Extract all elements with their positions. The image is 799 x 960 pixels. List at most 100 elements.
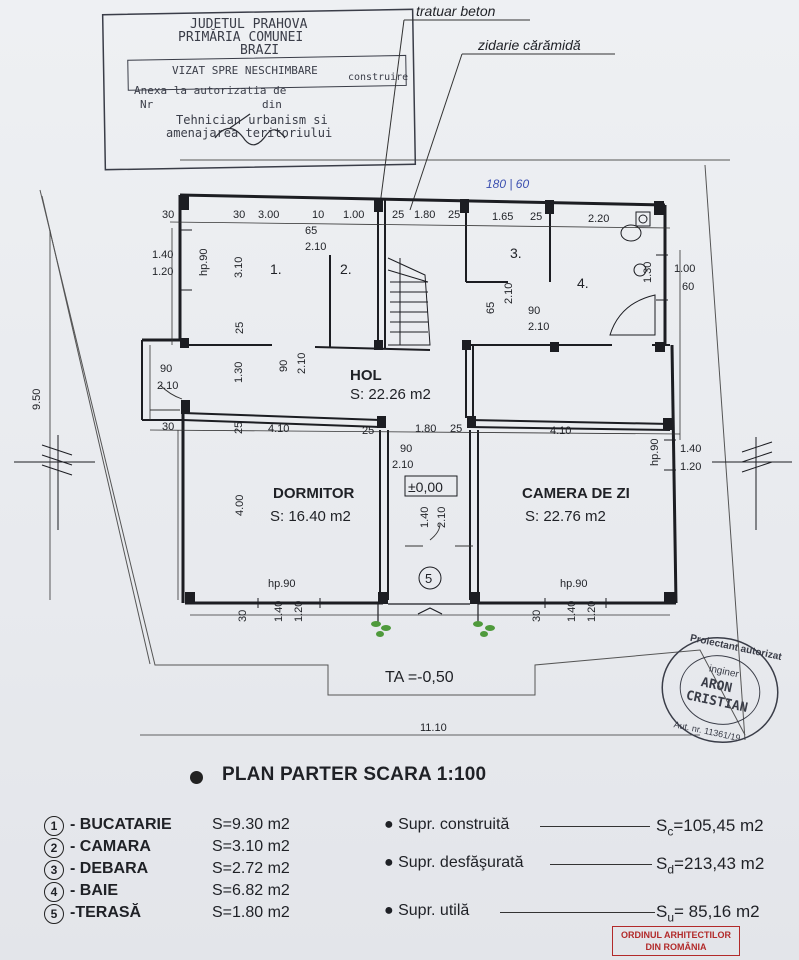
dim: 90: [400, 443, 412, 455]
stamp-line-5: Anexa la autorizatia de: [134, 84, 286, 97]
dim: hp.90: [268, 578, 296, 590]
dim: 2.10: [436, 507, 448, 528]
stamp-line-1: JUDETUL PRAHOVA: [190, 17, 308, 32]
legend-room-name: - CAMARA: [70, 838, 151, 855]
summary-label: ● Supr. desfăşurată: [384, 854, 524, 871]
stamp-line-7: Tehnician urbanism si: [176, 113, 328, 127]
annotation-leaders: [379, 19, 615, 211]
legend-number: 1: [44, 816, 64, 836]
stamp-line-4: VIZAT SPRE NESCHIMBARE: [172, 64, 318, 77]
section-marker-right-icon: [712, 437, 792, 530]
architects-order-stamp: ORDINUL ARHITECTILOR DIN ROMÂNIA: [612, 926, 740, 956]
legend-room-name: - BAIE: [70, 882, 118, 899]
summary-value-text: = 85,16 m2: [674, 902, 760, 921]
legend-number: 3: [44, 860, 64, 880]
dim: 25: [234, 322, 246, 334]
dim: 10: [312, 209, 324, 221]
legend-room-name: -TERASĂ: [70, 904, 142, 921]
dim: 65: [305, 225, 317, 237]
bathroom-fixtures: [609, 211, 656, 336]
summary-sub: d: [667, 862, 675, 877]
legend-room-area: S=2.72 m2: [212, 860, 290, 877]
room-hol-area: S: 22.26 m2: [350, 386, 431, 403]
room-dormitor-area: S: 16.40 m2: [270, 508, 351, 525]
dim: hp.90: [560, 578, 588, 590]
legend-number: 2: [44, 838, 64, 858]
stamp-line-6a: Nr: [140, 98, 154, 111]
red-stamp-line-1: ORDINUL ARHITECTILOR: [621, 930, 731, 940]
dim: 2.10: [503, 283, 515, 304]
dim: 1.40: [419, 507, 431, 528]
dim: 3.10: [233, 257, 245, 278]
plant-left-icon: [371, 621, 391, 637]
level-box: [404, 475, 458, 497]
plant-right-icon: [473, 621, 495, 637]
dimension-labels: 30 30 3.00 10 1.00 25 1.80 25 1.65 25 2.…: [31, 209, 701, 734]
exterior-walls: [142, 193, 678, 605]
room-number-1: 1.: [270, 261, 282, 277]
room-number-5: 5: [425, 571, 432, 586]
legend-number: 5: [44, 904, 64, 924]
dim: 1.40: [273, 601, 285, 622]
summary-label: ● Supr. construită: [384, 816, 510, 833]
room-number-2: 2.: [340, 261, 352, 277]
dim: 1.20: [680, 461, 701, 473]
summary-label-text: Supr. construită: [398, 816, 510, 833]
wall-pillars: [180, 196, 676, 604]
room-number-4: 4.: [577, 275, 589, 291]
dim: 2.10: [392, 459, 413, 471]
doors: [150, 384, 473, 547]
stamp-line-2: PRIMĂRIA COMUNEI: [178, 29, 303, 45]
dim: 2.10: [296, 353, 308, 374]
exterior-level-label: TA =-0,50: [385, 669, 454, 686]
summary-value-text: =105,45 m2: [673, 816, 764, 835]
dimension-lines: [49, 221, 700, 736]
interior-walls: [141, 200, 671, 600]
dim: 30: [233, 209, 245, 221]
dim: 1.65: [492, 211, 513, 223]
dim: 1.00: [343, 209, 364, 221]
summary-leader-line: [500, 912, 655, 913]
dim: hp.90: [198, 248, 210, 276]
room-camera-area: S: 22.76 m2: [525, 508, 606, 525]
dim: 11.10: [420, 722, 447, 734]
summary-sub: c: [667, 824, 674, 839]
dim: 1.80: [414, 209, 435, 221]
dim: 1.20: [152, 266, 173, 278]
room-legend: 1 - BUCATARIE S=9.30 m2 2 - CAMARA S=3.1…: [40, 812, 780, 952]
dim: 90: [278, 360, 290, 372]
summary-sub: u: [667, 910, 675, 925]
dim: 1.30: [642, 262, 654, 283]
dim: 1.30: [233, 362, 245, 383]
room-number-3: 3.: [510, 245, 522, 261]
dim: 90: [160, 363, 172, 375]
dim: hp.90: [649, 438, 661, 466]
summary-value: Sd=213,43 m2: [656, 854, 764, 876]
stamp-line-6b: din: [262, 98, 282, 111]
round-stamp-bottom: Aut. nr. 11361/19: [673, 719, 741, 743]
legend-room-area: S=3.10 m2: [212, 838, 290, 855]
label-zidarie: zidarie cărămidă: [477, 37, 581, 53]
dim: 30: [531, 610, 543, 622]
summary-symbol: S: [656, 854, 668, 873]
title-bullet-icon: [190, 771, 203, 784]
summary-value: Sc=105,45 m2: [656, 816, 764, 838]
red-stamp-line-2: DIN ROMÂNIA: [645, 942, 707, 952]
summary-symbol: S: [656, 816, 668, 835]
engineer-round-stamp: Proiectant autorizat inginer ARON CRISTI…: [661, 633, 783, 743]
dim: 65: [485, 302, 497, 314]
stamp-line-8: amenajarea teritoriului: [166, 126, 332, 140]
stamp-line-5a: construire: [348, 72, 408, 83]
dim: 90: [528, 305, 540, 317]
room-camera-name: CAMERA DE ZI: [522, 485, 630, 502]
dim: 1.40: [152, 249, 173, 261]
dim: 9.50: [31, 389, 43, 410]
site-boundary: [39, 159, 746, 741]
dim: 25: [362, 425, 374, 437]
dim: 1.40: [680, 443, 701, 455]
windows: [180, 229, 676, 608]
dim: 1.00: [674, 263, 695, 275]
legend-room-name: - BUCATARIE: [70, 816, 172, 833]
legend-room-area: S=9.30 m2: [212, 816, 290, 833]
handwritten-note: 180 | 60: [486, 177, 529, 191]
